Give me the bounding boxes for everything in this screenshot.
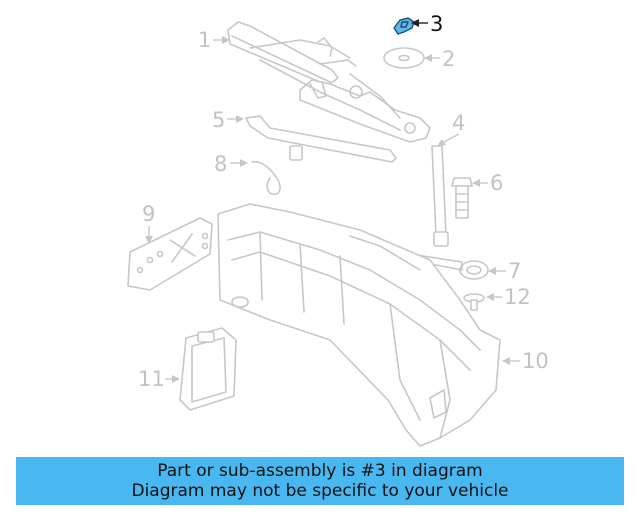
callout-9: 9 <box>142 202 155 244</box>
callout-8: 8 <box>214 152 248 176</box>
part-3-clip <box>393 17 415 35</box>
callout-label-1: 1 <box>198 28 211 52</box>
callout-2: 2 <box>424 47 455 71</box>
callout-label-6: 6 <box>490 171 503 195</box>
callout-label-8: 8 <box>214 152 227 176</box>
callout-label-12: 12 <box>504 285 531 309</box>
banner-line-1: Part or sub-assembly is #3 in diagram <box>157 461 483 481</box>
part-6-bolt <box>451 177 473 219</box>
callout-label-3: 3 <box>430 12 443 36</box>
callout-label-4: 4 <box>452 111 465 135</box>
part-4-rod <box>431 145 449 247</box>
callout-label-2: 2 <box>442 47 455 71</box>
part-12-fastener <box>463 293 485 311</box>
callout-11: 11 <box>138 367 180 391</box>
callout-label-11: 11 <box>138 367 165 391</box>
callout-1: 1 <box>198 28 230 52</box>
callout-3: 3 <box>411 12 443 36</box>
part-8-hook <box>251 160 281 196</box>
callout-label-10: 10 <box>522 349 549 373</box>
callout-10: 10 <box>502 349 549 373</box>
callout-7: 7 <box>488 259 521 283</box>
callout-6: 6 <box>472 171 503 195</box>
callout-label-9: 9 <box>142 202 155 226</box>
callout-label-7: 7 <box>508 259 521 283</box>
part-9-bracket <box>127 217 213 291</box>
callout-4: 4 <box>437 111 465 146</box>
part-1-scissor-jack <box>227 21 431 143</box>
callout-5: 5 <box>212 108 244 132</box>
part-2-washer <box>383 47 425 69</box>
part-10-tool-tray <box>217 203 501 447</box>
parts-diagram: 1 2 3 4 5 6 7 8 9 10 <box>127 12 549 447</box>
banner-line-2: Diagram may not be specific to your vehi… <box>131 481 509 501</box>
callout-label-5: 5 <box>212 108 225 132</box>
info-banner: Part or sub-assembly is #3 in diagram Di… <box>16 457 624 505</box>
part-5-wrench <box>245 115 397 163</box>
callout-12: 12 <box>486 285 531 309</box>
part-11-frame <box>179 327 237 411</box>
